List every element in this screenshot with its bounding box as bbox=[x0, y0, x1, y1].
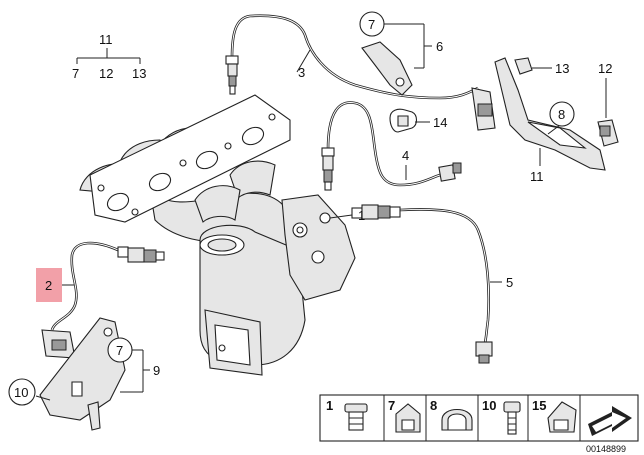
bracket-11 bbox=[494, 57, 619, 171]
callout-14: 14 bbox=[433, 115, 447, 130]
callout-13-top: 13 bbox=[132, 66, 146, 81]
clip-icon bbox=[441, 408, 473, 431]
callout-6: 6 bbox=[436, 39, 443, 54]
callout-2-highlight bbox=[36, 268, 62, 302]
bracket-9 bbox=[39, 317, 126, 431]
callout-9: 9 bbox=[153, 363, 160, 378]
bolt-icon bbox=[503, 401, 521, 435]
callout-labels: 11 7 12 13 2 3 4 5 6 7 14 13 12 8 11 7 9… bbox=[8, 11, 612, 406]
legend-item-15: 15 bbox=[532, 398, 546, 413]
clip-14 bbox=[389, 108, 418, 133]
callout-7-upper: 7 bbox=[368, 17, 375, 32]
diagram-number: 00148899 bbox=[586, 444, 626, 454]
bracket-6 bbox=[361, 41, 413, 96]
callout-7-top: 7 bbox=[72, 66, 79, 81]
legend-item-10: 10 bbox=[482, 398, 496, 413]
callout-7-circle-upper bbox=[359, 11, 385, 37]
oxygen-sensor-2 bbox=[41, 241, 165, 359]
exhaust-manifold bbox=[79, 94, 296, 252]
retainer-icon bbox=[547, 401, 577, 433]
callout-11-top: 11 bbox=[99, 32, 113, 47]
callout-5: 5 bbox=[506, 275, 513, 290]
callout-12-right: 12 bbox=[598, 61, 612, 76]
catalytic-converter bbox=[199, 194, 356, 376]
callout-13-right: 13 bbox=[555, 61, 569, 76]
clamp-icon bbox=[395, 403, 421, 433]
callout-3: 3 bbox=[298, 65, 305, 80]
callout-4: 4 bbox=[402, 148, 409, 163]
callout-10-circle bbox=[8, 378, 36, 406]
callout-7-lower: 7 bbox=[116, 343, 123, 358]
legend-item-8: 8 bbox=[430, 398, 437, 413]
callout-10: 10 bbox=[14, 385, 28, 400]
callout-8: 8 bbox=[558, 107, 565, 122]
oxygen-sensor-3 bbox=[225, 14, 496, 131]
legend-strip: 1 7 8 10 15 bbox=[319, 394, 639, 442]
oxygen-sensor-5 bbox=[351, 204, 493, 364]
callout-12-top: 12 bbox=[99, 66, 113, 81]
legend-item-7: 7 bbox=[388, 398, 395, 413]
callout-2: 2 bbox=[45, 278, 52, 293]
callout-8-circle bbox=[549, 101, 575, 127]
callout-7-circle-lower bbox=[107, 337, 133, 363]
arrow-pointer-icon bbox=[588, 406, 632, 436]
leader-lines bbox=[35, 23, 607, 401]
legend-item-1: 1 bbox=[326, 398, 333, 413]
callout-11-right: 11 bbox=[530, 169, 544, 184]
callout-1: 1 bbox=[358, 208, 365, 223]
plug-icon bbox=[344, 403, 368, 431]
oxygen-sensor-4 bbox=[321, 101, 462, 191]
